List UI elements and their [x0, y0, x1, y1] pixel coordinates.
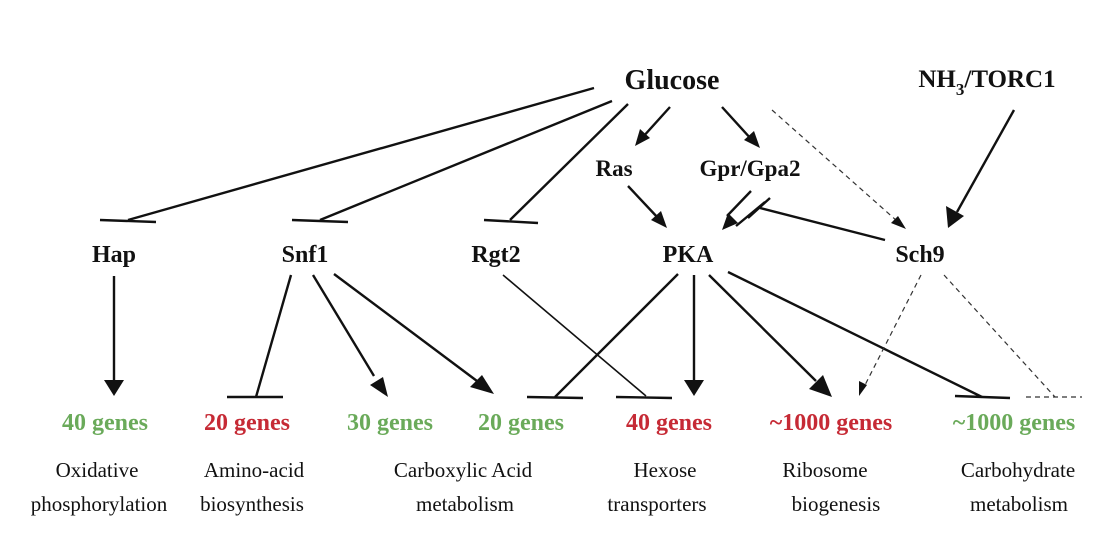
function-label-oxphos-line1: Oxidative: [56, 458, 139, 482]
function-label-aminoacid-line2: biosynthesis: [200, 492, 304, 516]
gene-count: 40 genes: [626, 410, 712, 436]
arrowhead-snf1-carboxylic-b: [470, 375, 494, 394]
gene-count: ~1000 genes: [953, 410, 1075, 436]
edge-glucose-hap-bar: [99, 218, 157, 224]
edge-glucose-rgt2-bar: [483, 218, 539, 225]
edge-pka-carboxylic: [554, 273, 679, 398]
function-label-carbohydrate-line1: Carbohydrate: [961, 458, 1075, 482]
edges: [99, 86, 1082, 400]
edge-glucose-ras: [641, 106, 671, 139]
nodes: Glucose NH3/TORC1 Ras Gpr/Gpa2 Hap Snf1 …: [92, 65, 1056, 268]
arrowhead-snf1-carboxylic-a: [370, 377, 388, 397]
arrowhead-sch9-ribosome: [859, 381, 867, 396]
gene-count: 20 genes: [478, 410, 564, 436]
node-pka: PKA: [663, 242, 714, 268]
gene-functions: Oxidative phosphorylation Amino-acid bio…: [31, 458, 1075, 516]
function-label-carboxylic-line2: metabolism: [416, 492, 514, 516]
edge-ras-pka: [627, 185, 660, 220]
node-glucose: Glucose: [625, 65, 720, 96]
function-label-oxphos-line2: phosphorylation: [31, 492, 168, 516]
edge-sch9-ribosome-dashed: [863, 274, 922, 388]
function-label-carboxylic-line1: Carboxylic Acid: [394, 458, 533, 482]
arrowhead-pka-hexose: [684, 380, 704, 396]
node-hap: Hap: [92, 242, 136, 268]
node-torc1: /TORC1: [963, 66, 1055, 93]
edge-pka-ribosome: [708, 274, 817, 382]
arrowhead-ras-pka: [651, 211, 667, 228]
edge-snf1-carboxylic-a: [311, 274, 376, 377]
node-nh3-main: NH: [918, 66, 956, 93]
gene-count: 40 genes: [62, 410, 148, 436]
function-label-carbohydrate-line2: metabolism: [970, 492, 1068, 516]
edge-glucose-snf1-bar: [291, 218, 349, 224]
gene-count: 30 genes: [347, 410, 433, 436]
arrowhead-ras: [635, 129, 650, 146]
edge-gpr-pka-a: [726, 190, 752, 217]
arrowhead-sch9-dashed: [891, 216, 906, 229]
gene-count: 20 genes: [204, 410, 290, 436]
node-rgt2: Rgt2: [471, 242, 520, 268]
function-label-ribosome-line2: biogenesis: [792, 492, 881, 516]
node-sch9: Sch9: [895, 242, 944, 268]
edge-pka-carboxylic-bar: [526, 395, 584, 400]
edge-pka-carbohydrate: [727, 270, 983, 399]
function-label-aminoacid-line1: Amino-acid: [204, 458, 305, 482]
edge-rgt2-hexose: [502, 274, 647, 397]
arrowhead-gpr: [744, 131, 760, 148]
arrowhead-gpr-pka: [722, 213, 738, 230]
gene-count: ~1000 genes: [770, 410, 892, 436]
edge-sch9-inhibit-pka-bar: [747, 197, 771, 219]
edge-pka-carbohydrate-bar: [954, 394, 1011, 400]
function-label-hexose-line1: Hexose: [634, 458, 697, 482]
edge-torc1-sch9: [955, 109, 1016, 213]
node-nh3-torc1: NH3/TORC1: [918, 66, 1055, 99]
arrowhead-torc1-sch9: [946, 206, 964, 228]
edge-snf1-aminoacid: [254, 274, 293, 398]
edge-glucose-sch9-dashed: [771, 109, 898, 222]
edge-snf1-carboxylic-b: [333, 273, 478, 382]
function-label-hexose-line2: transporters: [607, 492, 706, 516]
node-nh3-subscript: 3: [956, 80, 965, 99]
node-ras: Ras: [595, 156, 632, 181]
node-gpr-gpa2: Gpr/Gpa2: [700, 156, 801, 181]
edge-glucose-rgt2-inhibit: [509, 103, 629, 221]
arrowhead-hap-oxphos: [104, 380, 124, 396]
edge-rgt2-hexose-bar: [615, 395, 673, 400]
node-snf1: Snf1: [282, 242, 329, 268]
function-label-ribosome-line1: Ribosome: [782, 458, 867, 482]
edge-glucose-snf1-inhibit: [319, 99, 613, 222]
arrowhead-pka-ribosome: [809, 375, 832, 397]
edge-sch9-inhibit-pka: [759, 206, 886, 242]
edge-sch9-carbohydrate-dashed: [943, 274, 1056, 398]
edge-glucose-gpr: [721, 106, 753, 141]
gene-counts: 40 genes 20 genes 30 genes 20 genes 40 g…: [62, 410, 1075, 436]
edge-glucose-hap-inhibit: [127, 86, 595, 222]
